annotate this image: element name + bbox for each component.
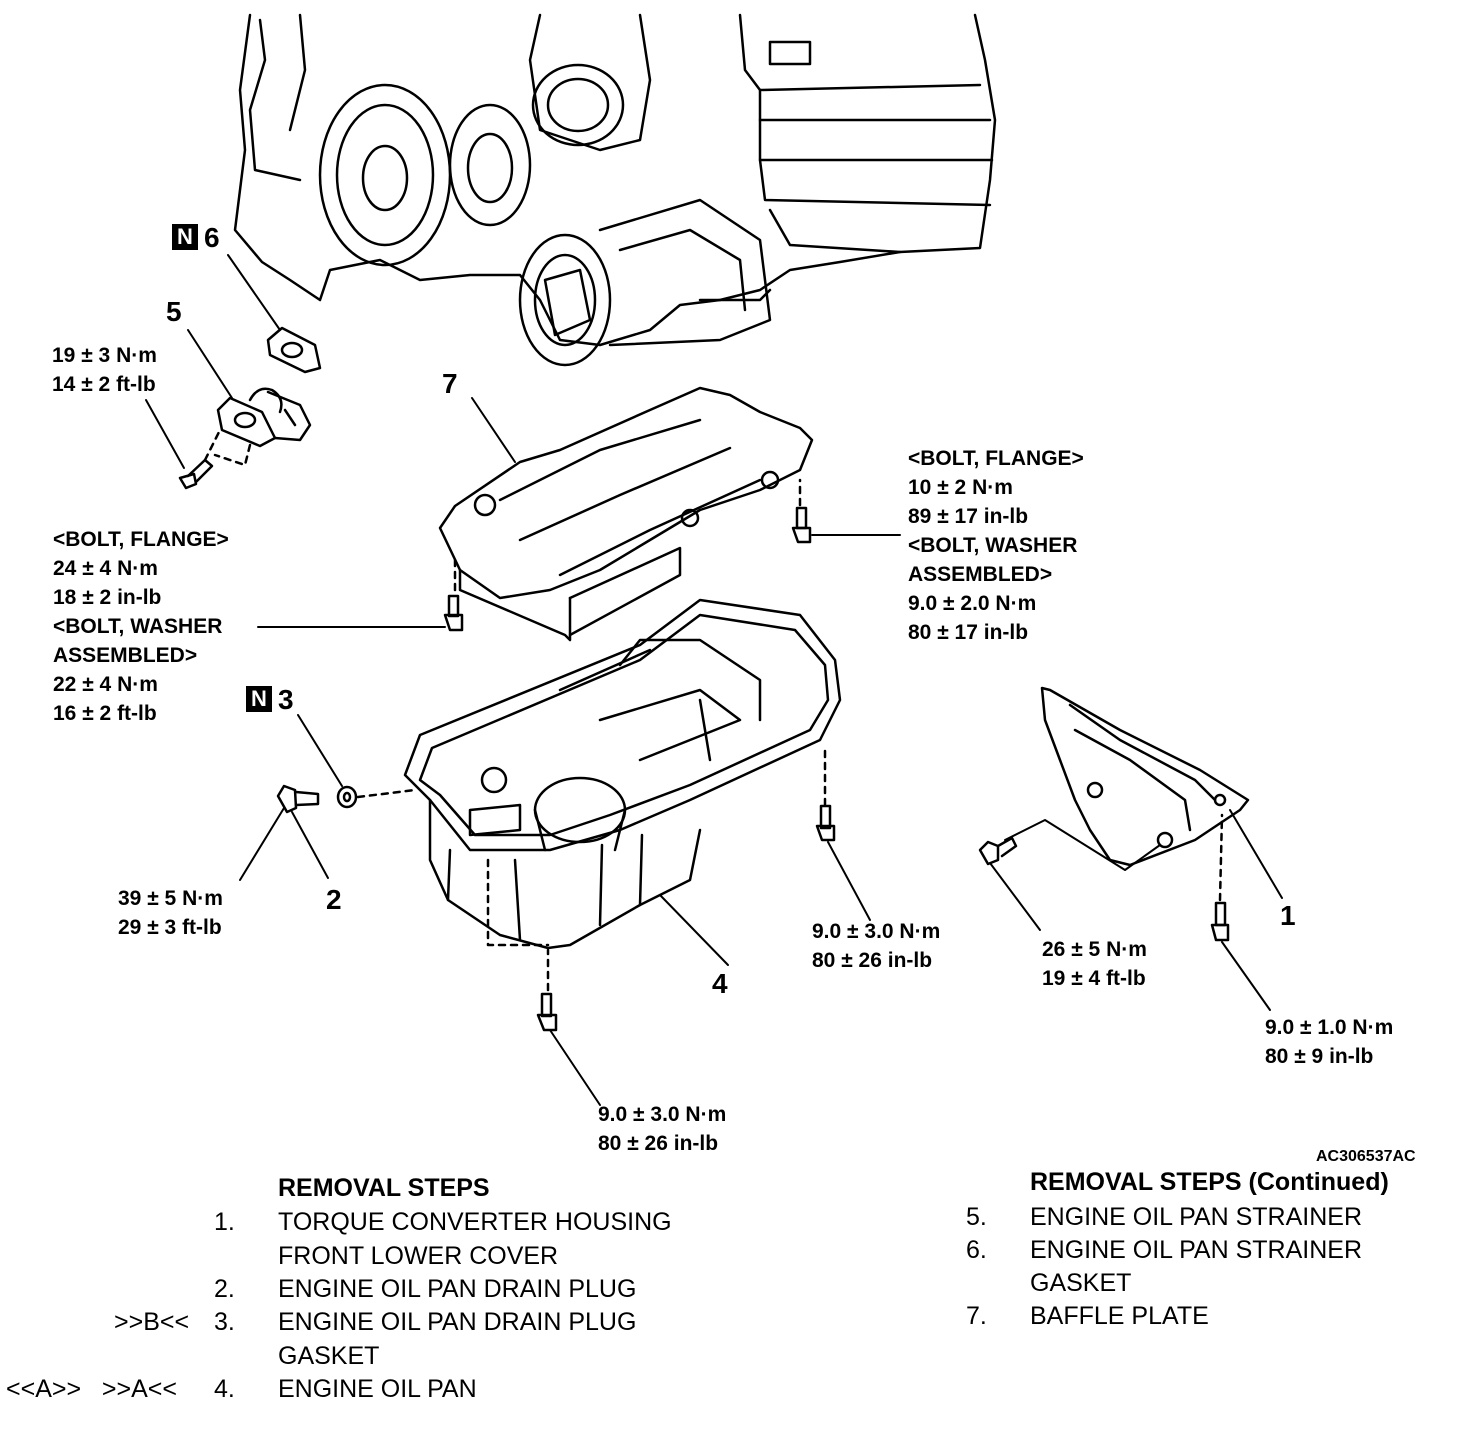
callout-6-number: 6: [204, 222, 220, 253]
torque-label-cover-bolt-left: 26 ± 5 N·m 19 ± 4 ft-lb: [1042, 935, 1147, 993]
step-row: GASKET: [960, 1267, 1460, 1300]
torque-label-baffle-right: <BOLT, FLANGE> 10 ± 2 N·m 89 ± 17 in-lb …: [908, 444, 1084, 647]
step-text: ENGINE OIL PAN DRAIN PLUG: [278, 1275, 637, 1303]
bolt-type: ASSEMBLED>: [908, 563, 1053, 586]
oil-pan-part: [403, 598, 871, 1106]
torque-imperial: 18 ± 2 in-lb: [53, 586, 162, 609]
step-number: 1.: [214, 1208, 235, 1236]
torque-label-pan-bottom-bolt: 9.0 ± 3.0 N·m 80 ± 26 in-lb: [598, 1100, 726, 1158]
callout-3-number: 3: [278, 684, 294, 715]
torque-metric: 19 ± 3 N·m: [52, 344, 157, 367]
torque-label-drain-plug: 39 ± 5 N·m 29 ± 3 ft-lb: [118, 884, 223, 942]
step-row: 1. TORQUE CONVERTER HOUSING: [0, 1206, 740, 1239]
new-part-mark: N: [172, 224, 198, 250]
torque-imperial: 80 ± 26 in-lb: [598, 1132, 719, 1155]
torque-metric: 24 ± 4 N·m: [53, 557, 158, 580]
bolt-type: ASSEMBLED>: [53, 644, 198, 667]
torque-metric: 10 ± 2 N·m: [908, 476, 1013, 499]
callout-4: 4: [712, 968, 728, 999]
bolt-type: <BOLT, FLANGE>: [53, 528, 229, 551]
torque-label-pan-front-bolt: 9.0 ± 3.0 N·m 80 ± 26 in-lb: [812, 917, 940, 975]
torque-imperial: 80 ± 9 in-lb: [1265, 1045, 1374, 1068]
bolt-type: <BOLT, WASHER: [908, 534, 1078, 557]
torque-metric: 9.0 ± 3.0 N·m: [598, 1103, 727, 1126]
removal-steps-continued-title: REMOVAL STEPS (Continued): [1030, 1168, 1389, 1196]
step-row: 5. ENGINE OIL PAN STRAINER: [960, 1201, 1460, 1234]
baffle-plate-part: [257, 386, 901, 642]
step-text: ENGINE OIL PAN DRAIN PLUG: [278, 1308, 637, 1336]
callout-2: 2: [326, 884, 342, 915]
torque-imperial: 19 ± 4 ft-lb: [1042, 967, 1146, 990]
torque-metric: 9.0 ± 1.0 N·m: [1265, 1016, 1394, 1039]
step-number: 7.: [966, 1302, 987, 1330]
step-text: ENGINE OIL PAN STRAINER: [1030, 1236, 1363, 1264]
step-row: <<A>> >>A<< 4. ENGINE OIL PAN: [0, 1373, 740, 1406]
torque-imperial: 16 ± 2 ft-lb: [53, 702, 157, 725]
step-text: FRONT LOWER COVER: [278, 1242, 559, 1270]
torque-imperial: 89 ± 17 in-lb: [908, 505, 1029, 528]
torque-metric: 39 ± 5 N·m: [118, 887, 223, 910]
torque-label-strainer-bolt: 19 ± 3 N·m 14 ± 2 ft-lb: [52, 341, 157, 399]
service-point-marks: <<A>> >>A<<: [6, 1375, 177, 1403]
callout-5: 5: [166, 296, 182, 327]
step-text: TORQUE CONVERTER HOUSING: [278, 1208, 672, 1236]
callout-1: 1: [1280, 900, 1296, 931]
torque-metric: 22 ± 4 N·m: [53, 673, 158, 696]
step-number: 5.: [966, 1203, 987, 1231]
torque-imperial: 14 ± 2 ft-lb: [52, 373, 156, 396]
torque-metric: 9.0 ± 3.0 N·m: [812, 920, 941, 943]
step-row: GASKET: [0, 1340, 740, 1373]
converter-cover-part: [978, 686, 1283, 1011]
torque-label-baffle-left: <BOLT, FLANGE> 24 ± 4 N·m 18 ± 2 in-lb <…: [53, 525, 229, 728]
step-row: 6. ENGINE OIL PAN STRAINER: [960, 1234, 1460, 1267]
torque-imperial: 29 ± 3 ft-lb: [118, 916, 222, 939]
bolt-type: <BOLT, FLANGE>: [908, 447, 1084, 470]
step-text: ENGINE OIL PAN STRAINER: [1030, 1203, 1363, 1231]
torque-label-cover-bolt-right: 9.0 ± 1.0 N·m 80 ± 9 in-lb: [1265, 1013, 1393, 1071]
step-number: 2.: [214, 1275, 235, 1303]
drain-plug-part: [239, 714, 417, 881]
step-row: FRONT LOWER COVER: [0, 1240, 740, 1273]
step-number: 4.: [214, 1375, 235, 1403]
figure-reference-id: AC306537AC: [1316, 1148, 1416, 1165]
service-point-marks: >>B<<: [114, 1308, 190, 1336]
torque-imperial: 80 ± 26 in-lb: [812, 949, 933, 972]
step-row: 2. ENGINE OIL PAN DRAIN PLUG: [0, 1273, 740, 1306]
new-part-mark: N: [246, 686, 272, 712]
step-number: 6.: [966, 1236, 987, 1264]
step-text: ENGINE OIL PAN: [278, 1375, 477, 1403]
oil-strainer-part: [145, 329, 312, 490]
step-row: >>B<< 3. ENGINE OIL PAN DRAIN PLUG: [0, 1306, 740, 1339]
torque-imperial: 80 ± 17 in-lb: [908, 621, 1029, 644]
step-text: GASKET: [1030, 1269, 1132, 1297]
bolt-type: <BOLT, WASHER: [53, 615, 223, 638]
step-number: 3.: [214, 1308, 235, 1336]
torque-metric: 9.0 ± 2.0 N·m: [908, 592, 1037, 615]
strainer-gasket-part: [227, 254, 322, 374]
engine-assembly: [233, 13, 997, 367]
callout-7: 7: [442, 368, 458, 399]
step-text: GASKET: [278, 1342, 380, 1370]
torque-metric: 26 ± 5 N·m: [1042, 938, 1147, 961]
step-text: BAFFLE PLATE: [1030, 1302, 1209, 1330]
removal-steps-title: REMOVAL STEPS: [278, 1174, 490, 1202]
step-row: 7. BAFFLE PLATE: [960, 1300, 1460, 1333]
